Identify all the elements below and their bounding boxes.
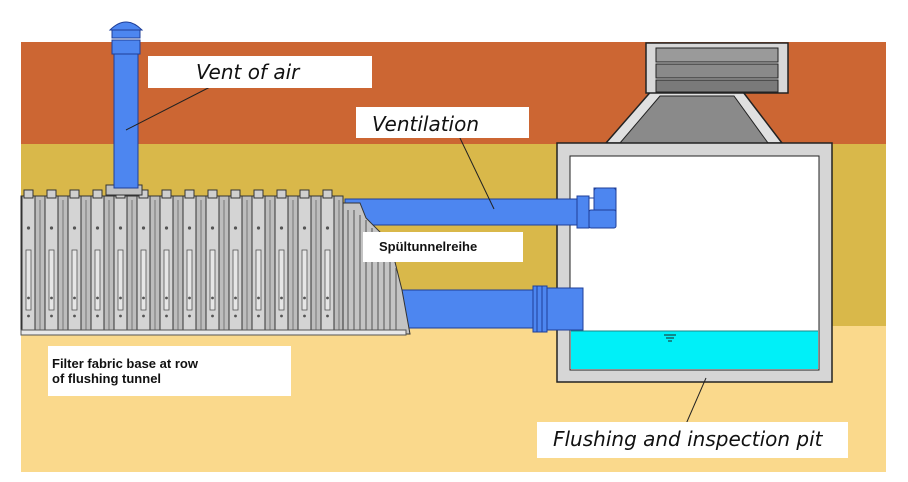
filter-fabric-base [20, 329, 407, 336]
tunnel-chamber-rib [159, 189, 174, 333]
inspection-pit [556, 142, 833, 383]
ventilation-pipe [344, 187, 617, 229]
ventilation-label: Ventilation [356, 107, 529, 138]
tunnel-chamber-rib [320, 189, 335, 333]
vent-riser-pipe [105, 21, 144, 196]
flushing-pipe [401, 285, 584, 333]
water-level-marker-icon [664, 334, 676, 342]
inspection-pit-label: Flushing and inspection pit [537, 422, 848, 458]
tunnel-chamber-rib [44, 189, 59, 333]
tunnel-chamber-rib [136, 189, 151, 333]
flushing-tunnel-row-label: Spültunnelreihe [363, 232, 523, 262]
filter-fabric-label: Filter fabric base at row of flushing tu… [48, 346, 291, 396]
tunnel-chamber-rib [113, 189, 128, 333]
tunnel-chamber-rib [251, 189, 266, 333]
filter-fabric-label-line2: of flushing tunnel [52, 371, 162, 386]
tunnel-chamber-rib [274, 189, 289, 333]
tunnel-chamber-rib [67, 189, 82, 333]
manhole-shaft [604, 42, 789, 152]
label-leader-lines [125, 85, 707, 425]
tunnel-chamber-rib [90, 189, 105, 333]
tunnel-chamber-rib [297, 189, 312, 333]
pit-water [571, 331, 818, 369]
tunnel-chamber-rib [182, 189, 197, 333]
vent-of-air-label: Vent of air [148, 56, 372, 88]
tunnel-chamber-rib [21, 189, 36, 333]
tunnel-chamber-rib [205, 189, 220, 333]
filter-fabric-label-line1: Filter fabric base at row [52, 356, 198, 371]
flushing-tunnel-chambers [20, 189, 344, 333]
tunnel-chamber-rib [228, 189, 243, 333]
